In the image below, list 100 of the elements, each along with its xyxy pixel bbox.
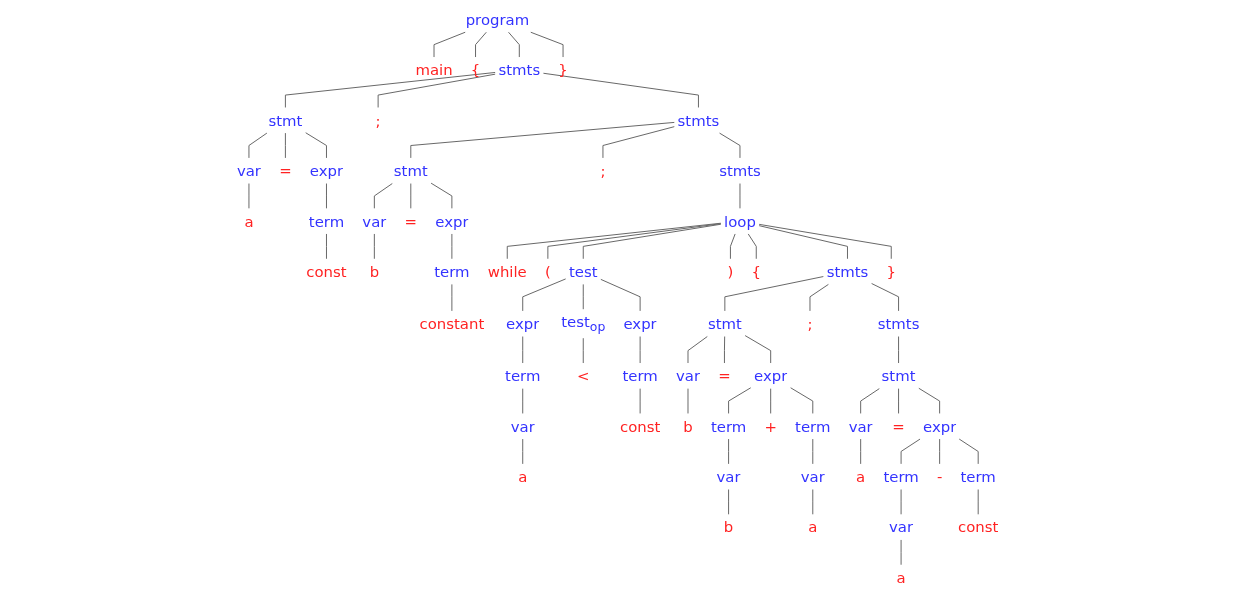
connector bbox=[326, 233, 328, 260]
connector bbox=[374, 233, 376, 260]
connector bbox=[377, 73, 496, 108]
node-text: term bbox=[505, 367, 541, 385]
connector bbox=[719, 132, 741, 159]
node-text: stmts bbox=[827, 262, 869, 281]
connector bbox=[687, 336, 709, 364]
connector bbox=[305, 132, 328, 159]
node-text: stmt bbox=[394, 162, 429, 180]
connector bbox=[728, 438, 730, 465]
node-text: expr bbox=[435, 212, 469, 230]
node-text: expr bbox=[754, 367, 788, 385]
node-text: term bbox=[309, 212, 345, 230]
connector bbox=[812, 438, 814, 465]
node-text: while bbox=[488, 262, 528, 281]
connector bbox=[900, 438, 921, 465]
node-text: { bbox=[471, 61, 481, 79]
node-text: ( bbox=[545, 262, 552, 281]
connector bbox=[959, 438, 980, 465]
connector bbox=[522, 336, 524, 364]
connector bbox=[900, 539, 902, 566]
connector bbox=[600, 278, 641, 312]
node-text: var bbox=[801, 468, 826, 486]
connector bbox=[759, 223, 893, 260]
node-text: = bbox=[404, 212, 418, 230]
connector bbox=[748, 233, 758, 260]
node-text: expr bbox=[623, 315, 658, 333]
node-text: - bbox=[937, 468, 943, 486]
connector bbox=[410, 121, 676, 159]
connector bbox=[790, 387, 814, 414]
connector bbox=[687, 388, 689, 414]
node-text: a bbox=[896, 568, 907, 587]
connector bbox=[898, 388, 900, 414]
node-text: term bbox=[711, 417, 747, 435]
node-text: ; bbox=[807, 315, 813, 333]
connector bbox=[724, 276, 825, 312]
connector bbox=[522, 438, 524, 465]
connector bbox=[728, 489, 730, 515]
node-text: expr bbox=[310, 162, 344, 180]
connector bbox=[522, 388, 524, 414]
connector bbox=[433, 31, 467, 58]
node-text: term bbox=[960, 468, 997, 486]
node-text: b bbox=[724, 518, 734, 536]
connector bbox=[739, 183, 741, 209]
node-text: var bbox=[676, 367, 701, 385]
node-text: stmt bbox=[881, 367, 916, 385]
node-text: a bbox=[244, 212, 254, 230]
node-text: + bbox=[764, 417, 778, 435]
node-text: term bbox=[795, 417, 831, 435]
connector bbox=[639, 388, 641, 414]
node-text: stmts bbox=[677, 111, 720, 129]
connector bbox=[730, 233, 736, 260]
connector bbox=[918, 387, 941, 414]
node-text: term bbox=[622, 367, 659, 385]
node-text: ) bbox=[727, 262, 734, 281]
node-text: const bbox=[620, 417, 661, 435]
connector bbox=[770, 388, 772, 414]
connector bbox=[759, 225, 849, 260]
node-text: var bbox=[511, 417, 536, 435]
connector bbox=[583, 337, 585, 364]
node-text: var bbox=[849, 417, 874, 435]
node-text: b bbox=[683, 417, 694, 435]
node-text: loop bbox=[724, 212, 757, 230]
connector bbox=[809, 283, 830, 312]
node-text: main bbox=[415, 61, 453, 79]
connector bbox=[871, 283, 900, 312]
node-text: ; bbox=[375, 111, 381, 129]
node-text: program bbox=[466, 10, 530, 29]
connector bbox=[639, 336, 641, 364]
connector bbox=[900, 489, 902, 515]
connector bbox=[410, 183, 412, 209]
node-text: a bbox=[518, 468, 528, 486]
connector bbox=[860, 438, 862, 465]
node-text: stmts bbox=[878, 315, 920, 333]
connector bbox=[522, 278, 567, 312]
connector bbox=[728, 387, 752, 414]
connector bbox=[508, 31, 521, 58]
node-text: } bbox=[886, 262, 897, 281]
node-text: ; bbox=[600, 162, 606, 180]
node-text: expr bbox=[506, 315, 540, 333]
connector bbox=[860, 388, 881, 414]
node-text: = bbox=[892, 417, 906, 435]
connector bbox=[248, 183, 250, 209]
node-text: { bbox=[751, 262, 762, 281]
node-text: stmts bbox=[719, 162, 762, 180]
node-text: var bbox=[237, 162, 262, 180]
node-text: < bbox=[577, 367, 590, 385]
connector bbox=[547, 223, 722, 260]
connector bbox=[978, 489, 980, 515]
node-text: constant bbox=[419, 315, 485, 333]
node-text: test$_{op}$ bbox=[561, 313, 606, 335]
connector bbox=[812, 489, 814, 515]
connector bbox=[530, 31, 564, 58]
connector bbox=[583, 283, 585, 310]
node-text: const bbox=[306, 262, 347, 281]
connector bbox=[451, 283, 453, 312]
connector bbox=[285, 132, 287, 159]
connector bbox=[543, 72, 700, 108]
connector bbox=[326, 183, 328, 209]
connector bbox=[430, 182, 453, 209]
